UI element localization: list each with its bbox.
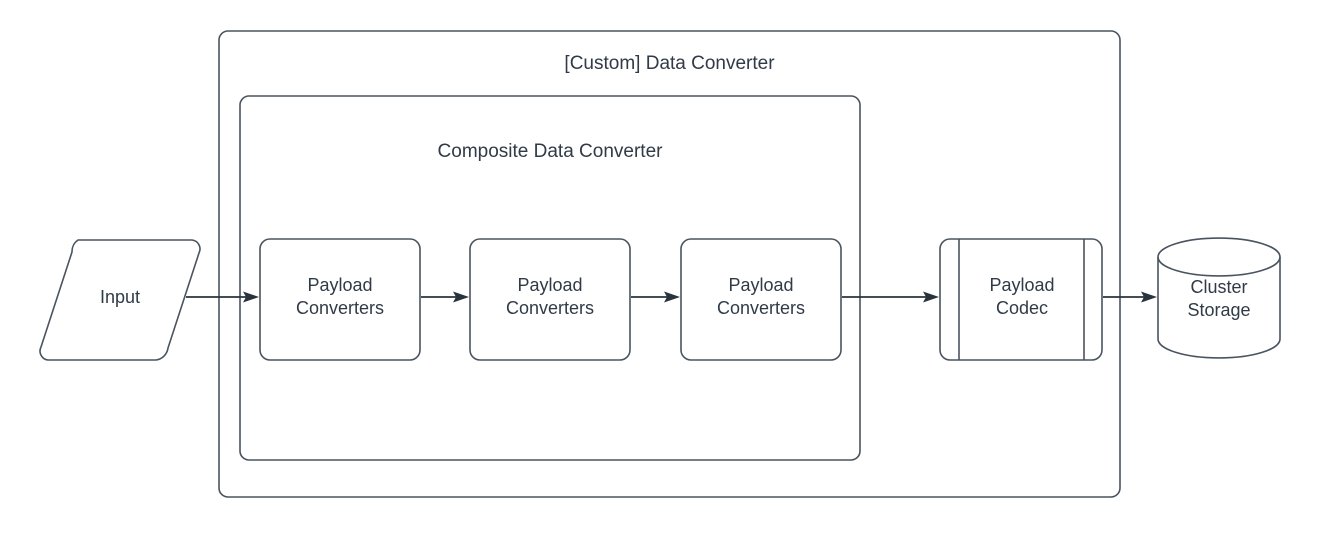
node-payload-converters-1-shape[interactable]	[259, 238, 421, 361]
node-cluster-storage-shape[interactable]	[1157, 237, 1281, 359]
node-payload-converters-3-shape[interactable]	[680, 238, 842, 361]
cluster-storage-top-ellipse	[1157, 256, 1281, 277]
connector-codec-to-cluster-storage	[1103, 291, 1157, 303]
connector-converters-1-to-2	[421, 291, 469, 303]
connector-input-to-converters-1	[186, 291, 259, 303]
node-payload-codec-shape[interactable]	[939, 238, 1103, 361]
node-input-shape[interactable]	[39, 239, 201, 361]
node-payload-converters-2-shape[interactable]	[469, 238, 631, 361]
connector-converters-3-to-codec	[842, 291, 939, 303]
connector-converters-2-to-3	[631, 291, 680, 303]
